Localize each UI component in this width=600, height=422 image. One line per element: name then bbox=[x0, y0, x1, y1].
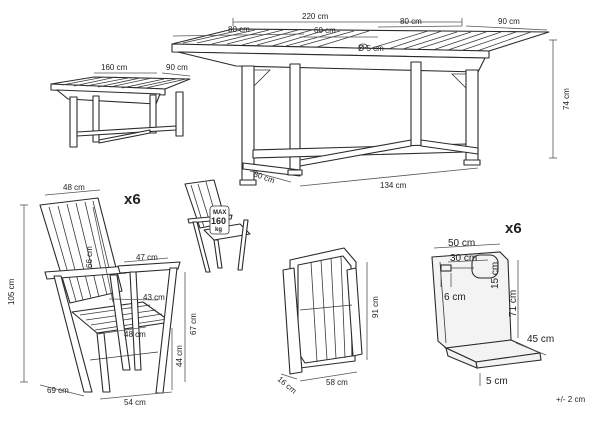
extended-table-dimensions: 220 cm 80 cm 60 cm 80 cm 90 cm Ø 5 cm 74… bbox=[172, 12, 571, 190]
chair-quantity-label: x6 bbox=[124, 191, 141, 208]
folded-chair-drawing bbox=[282, 247, 363, 375]
chair-foot-width-label: 54 cm bbox=[124, 398, 146, 407]
max-load-unit: kg bbox=[215, 227, 222, 233]
cushion-pillow-height-label: 15 cm bbox=[490, 262, 501, 289]
chair-foot-depth-label: 69 cm bbox=[47, 386, 69, 395]
cushion-seat-length-label: 45 cm bbox=[527, 334, 554, 345]
chair-seat-depth-label: 48 cm bbox=[124, 330, 146, 339]
cushion-quantity-label: x6 bbox=[505, 220, 522, 237]
table-seg-mid-label: 60 cm bbox=[314, 26, 336, 35]
folded-table-dimensions: 160 cm 90 cm bbox=[94, 63, 191, 77]
reclining-chair-drawing bbox=[39, 197, 181, 394]
table-leg-span-label: 134 cm bbox=[380, 181, 407, 190]
chair-arm-label: 47 cm bbox=[136, 253, 158, 262]
table-seg-right-label: 80 cm bbox=[400, 17, 422, 26]
table-seg-left-label: 80 cm bbox=[228, 25, 250, 34]
folded-table-drawing bbox=[50, 76, 191, 148]
folded-chair-width-label: 58 cm bbox=[326, 378, 348, 387]
chair-total-height-label: 105 cm bbox=[7, 278, 16, 305]
cushion-pillow-width-label: 30 cm bbox=[450, 253, 477, 264]
folded-chair-depth-label: 16 cm bbox=[276, 375, 299, 396]
folded-depth-label: 90 cm bbox=[166, 63, 188, 72]
chair-back-width-label: 48 cm bbox=[63, 183, 85, 192]
max-load-badge: MAX 160 kg bbox=[209, 205, 230, 235]
cushion-back-length-label: 71 cm bbox=[508, 290, 519, 317]
cushion-dimensions: 50 cm 30 cm 15 cm 6 cm 71 cm 45 cm 5 cm … bbox=[433, 220, 554, 387]
chair-seat-height-label: 44 cm bbox=[175, 345, 184, 367]
table-height-label: 74 cm bbox=[562, 88, 571, 110]
chair-back-height-label: 66 cm bbox=[85, 246, 94, 268]
table-depth-label: 90 cm bbox=[498, 17, 520, 26]
cushion-strap-label: 6 cm bbox=[444, 292, 466, 303]
table-length-label: 220 cm bbox=[302, 12, 329, 21]
extended-table-drawing bbox=[171, 28, 550, 186]
chair-arm-height-label: 67 cm bbox=[189, 313, 198, 335]
cushion-thickness-label: 5 cm bbox=[486, 376, 508, 387]
chair-seat-width-label: 43 cm bbox=[143, 293, 165, 302]
folded-chair-height-label: 91 cm bbox=[371, 296, 380, 318]
chair-dimensions: 48 cm 66 cm 47 cm 43 cm 48 cm 105 cm 67 … bbox=[7, 183, 198, 407]
tolerance-note: +/- 2 cm bbox=[556, 395, 585, 404]
cushion-width-label: 50 cm bbox=[448, 238, 475, 249]
folded-length-label: 160 cm bbox=[101, 63, 128, 72]
table-hole-label: Ø 5 cm bbox=[358, 44, 384, 53]
max-load-label: MAX bbox=[213, 210, 226, 216]
max-load-value: 160 bbox=[211, 216, 226, 226]
cushion-drawing bbox=[431, 251, 542, 369]
